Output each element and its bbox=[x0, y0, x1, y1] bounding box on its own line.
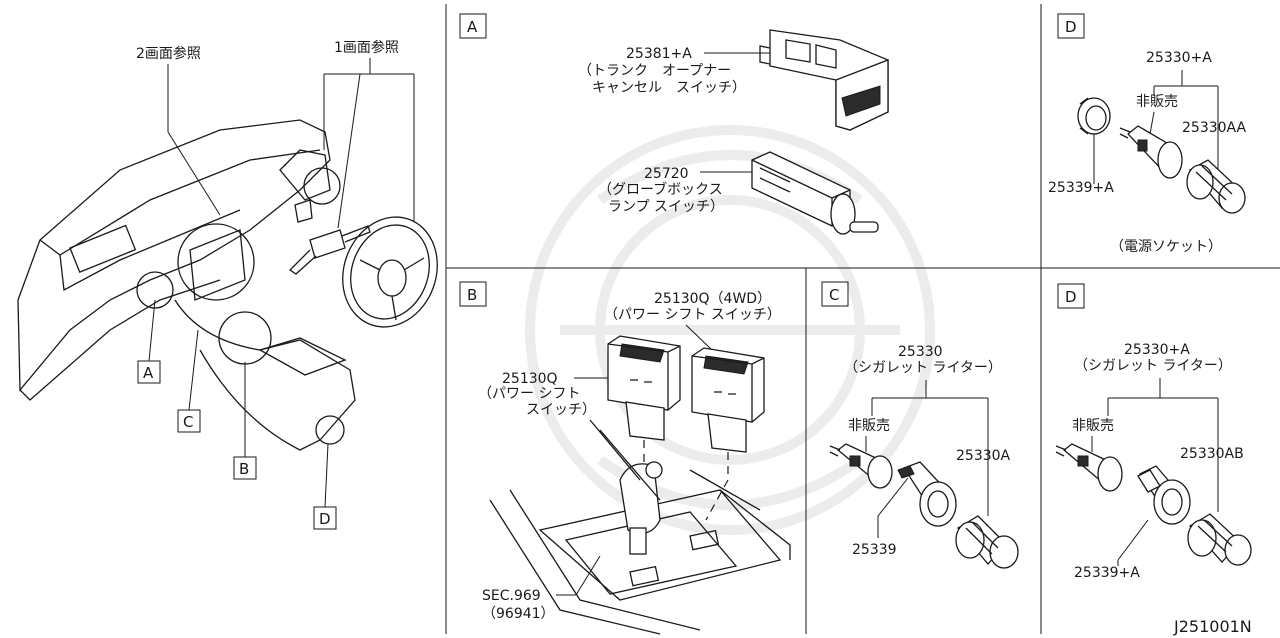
panel-d-top: D 25330+A 非販売 25330AA 25339+A （電源ソケット bbox=[1048, 13, 1247, 255]
panel-frames bbox=[445, 4, 1280, 634]
steering-wheel-illustration bbox=[342, 216, 438, 328]
lighter-knob-illustration bbox=[955, 515, 1019, 569]
lighter-desc: （シガレット ライター） bbox=[844, 360, 1002, 376]
panel-d-bottom-letter: D bbox=[1065, 288, 1077, 306]
lighter-ab-ring-part: 25339+A bbox=[1074, 565, 1140, 581]
lighter-ab-part-no: 25330+A bbox=[1124, 342, 1190, 358]
lighter-socket-illustration bbox=[897, 461, 957, 527]
callout-b: B bbox=[239, 460, 249, 478]
power-shift-switch-illustration bbox=[607, 335, 681, 441]
callout-a: A bbox=[143, 364, 154, 382]
power-shift-desc-1: （パワー シフト bbox=[478, 386, 580, 402]
panel-a-letter: A bbox=[467, 18, 478, 36]
panel-c: C 25330 （シガレット ライター） 非販売 25330A 253 bbox=[821, 281, 1019, 569]
dashboard-illustration bbox=[17, 119, 356, 451]
socket-caption: （電源ソケット） bbox=[1110, 239, 1222, 255]
socket-not-for-sale: 非販売 bbox=[1136, 94, 1178, 110]
watermark-emblem bbox=[525, 125, 935, 535]
panel-d-top-letter: D bbox=[1065, 18, 1077, 36]
power-shift-4wd-part-no: 25130Q（4WD） bbox=[654, 291, 771, 307]
power-shift-4wd-desc: （パワー シフト スイッチ） bbox=[604, 307, 781, 323]
trunk-switch-part-no: 25381+A bbox=[626, 46, 692, 62]
main-view: 2画面参照 1画面参照 bbox=[17, 39, 438, 530]
ref-screen2-label: 2画面参照 bbox=[136, 45, 201, 62]
lighter-ab-desc: （シガレット ライター） bbox=[1074, 358, 1232, 374]
power-shift-4wd-switch-illustration bbox=[691, 347, 765, 453]
main-callouts: A C B D bbox=[137, 299, 337, 530]
trunk-switch-desc-1: （トランク オープナー bbox=[578, 63, 731, 79]
lighter-ab-not-for-sale: 非販売 bbox=[1072, 418, 1114, 434]
lighter-knob-part: 25330A bbox=[956, 448, 1011, 464]
lighter-ab-element-illustration bbox=[1055, 443, 1123, 492]
glove-switch-desc-1: （グローブボックス bbox=[598, 181, 723, 198]
lighter-socket-part: 25339 bbox=[852, 542, 897, 558]
socket-part-no: 25330+A bbox=[1146, 50, 1212, 66]
lighter-not-for-sale: 非販売 bbox=[848, 418, 890, 434]
console-shifter-illustration bbox=[489, 419, 791, 635]
panel-a: A 25381+A （トランク オープナー キャンセル スイッチ） 25720 … bbox=[459, 13, 889, 235]
power-shift-part-no: 25130Q bbox=[502, 371, 558, 387]
lighter-ab-socket-illustration bbox=[1137, 465, 1191, 525]
section-ref-1: SEC.969 bbox=[482, 588, 541, 604]
panel-b: B 25130Q（4WD） （パワー シフト スイッチ） 25130Q （パワー… bbox=[459, 281, 791, 635]
lighter-element-illustration bbox=[829, 443, 893, 489]
lighter-ab-knob-illustration bbox=[1187, 513, 1252, 566]
glove-switch-illustration bbox=[751, 151, 879, 235]
trunk-switch-desc-2: キャンセル スイッチ） bbox=[592, 80, 746, 96]
trunk-switch-illustration bbox=[759, 29, 889, 131]
lighter-ab-knob-part: 25330AB bbox=[1180, 446, 1244, 462]
section-ref-2: （96941） bbox=[482, 606, 555, 622]
ref-screen1-label: 1画面参照 bbox=[334, 39, 399, 56]
glove-switch-desc-2: ランプ スイッチ） bbox=[608, 199, 724, 215]
panel-d-bottom: D 25330+A （シガレット ライター） 非販売 25330AB bbox=[1055, 283, 1252, 581]
socket-element-illustration bbox=[1119, 125, 1183, 179]
panel-c-letter: C bbox=[829, 286, 839, 304]
socket-ring-illustration bbox=[1077, 97, 1111, 135]
power-shift-desc-2: スイッチ） bbox=[526, 402, 596, 418]
glove-switch-part-no: 25720 bbox=[644, 166, 689, 182]
diagram-code: J251001N bbox=[1173, 617, 1252, 636]
lighter-part-no: 25330 bbox=[898, 344, 943, 360]
socket-ring-part: 25339+A bbox=[1048, 180, 1114, 196]
panel-b-letter: B bbox=[467, 286, 477, 304]
callout-c: C bbox=[183, 413, 193, 431]
socket-knob-illustration bbox=[1186, 159, 1246, 214]
socket-knob-part: 25330AA bbox=[1182, 120, 1247, 136]
callout-d: D bbox=[319, 510, 331, 528]
